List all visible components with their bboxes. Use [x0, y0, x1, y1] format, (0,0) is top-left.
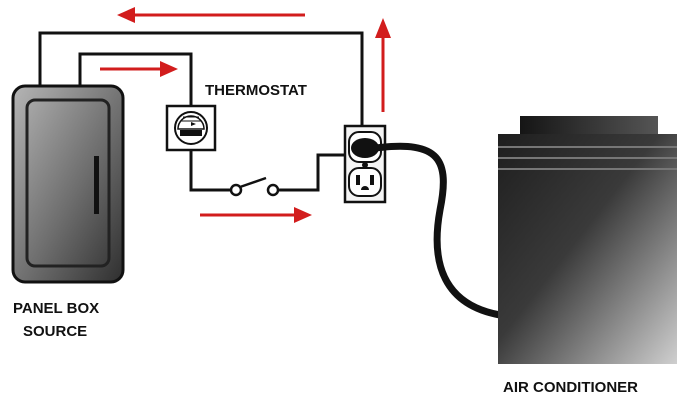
power-cord [372, 142, 504, 319]
power-plug-icon [351, 138, 504, 319]
flow-arrows [100, 7, 391, 223]
supply-wire-outer [38, 31, 364, 128]
air-conditioner [498, 116, 677, 364]
red-arrow-left-top [117, 7, 305, 23]
switch-to-outlet-wire [277, 153, 345, 192]
thermostat-label: THERMOSTAT [205, 82, 307, 99]
panel-box-label: PANEL BOX [13, 300, 99, 317]
red-arrow-right-upper [100, 61, 178, 77]
air-conditioner-label: AIR CONDITIONER [503, 379, 638, 396]
panel-box [11, 84, 125, 284]
panel-handle [94, 156, 99, 214]
circuit-wires [38, 31, 364, 192]
thermostat-to-switch-wire [189, 150, 232, 192]
panel-source-label: SOURCE [23, 323, 87, 340]
duplex-outlet-icon [343, 124, 387, 204]
thermostat [165, 104, 217, 152]
supply-wire-to-thermostat [78, 52, 193, 108]
red-arrow-up [375, 18, 391, 112]
red-arrow-right-lower [200, 207, 312, 223]
switch-contact-icon [229, 176, 280, 197]
